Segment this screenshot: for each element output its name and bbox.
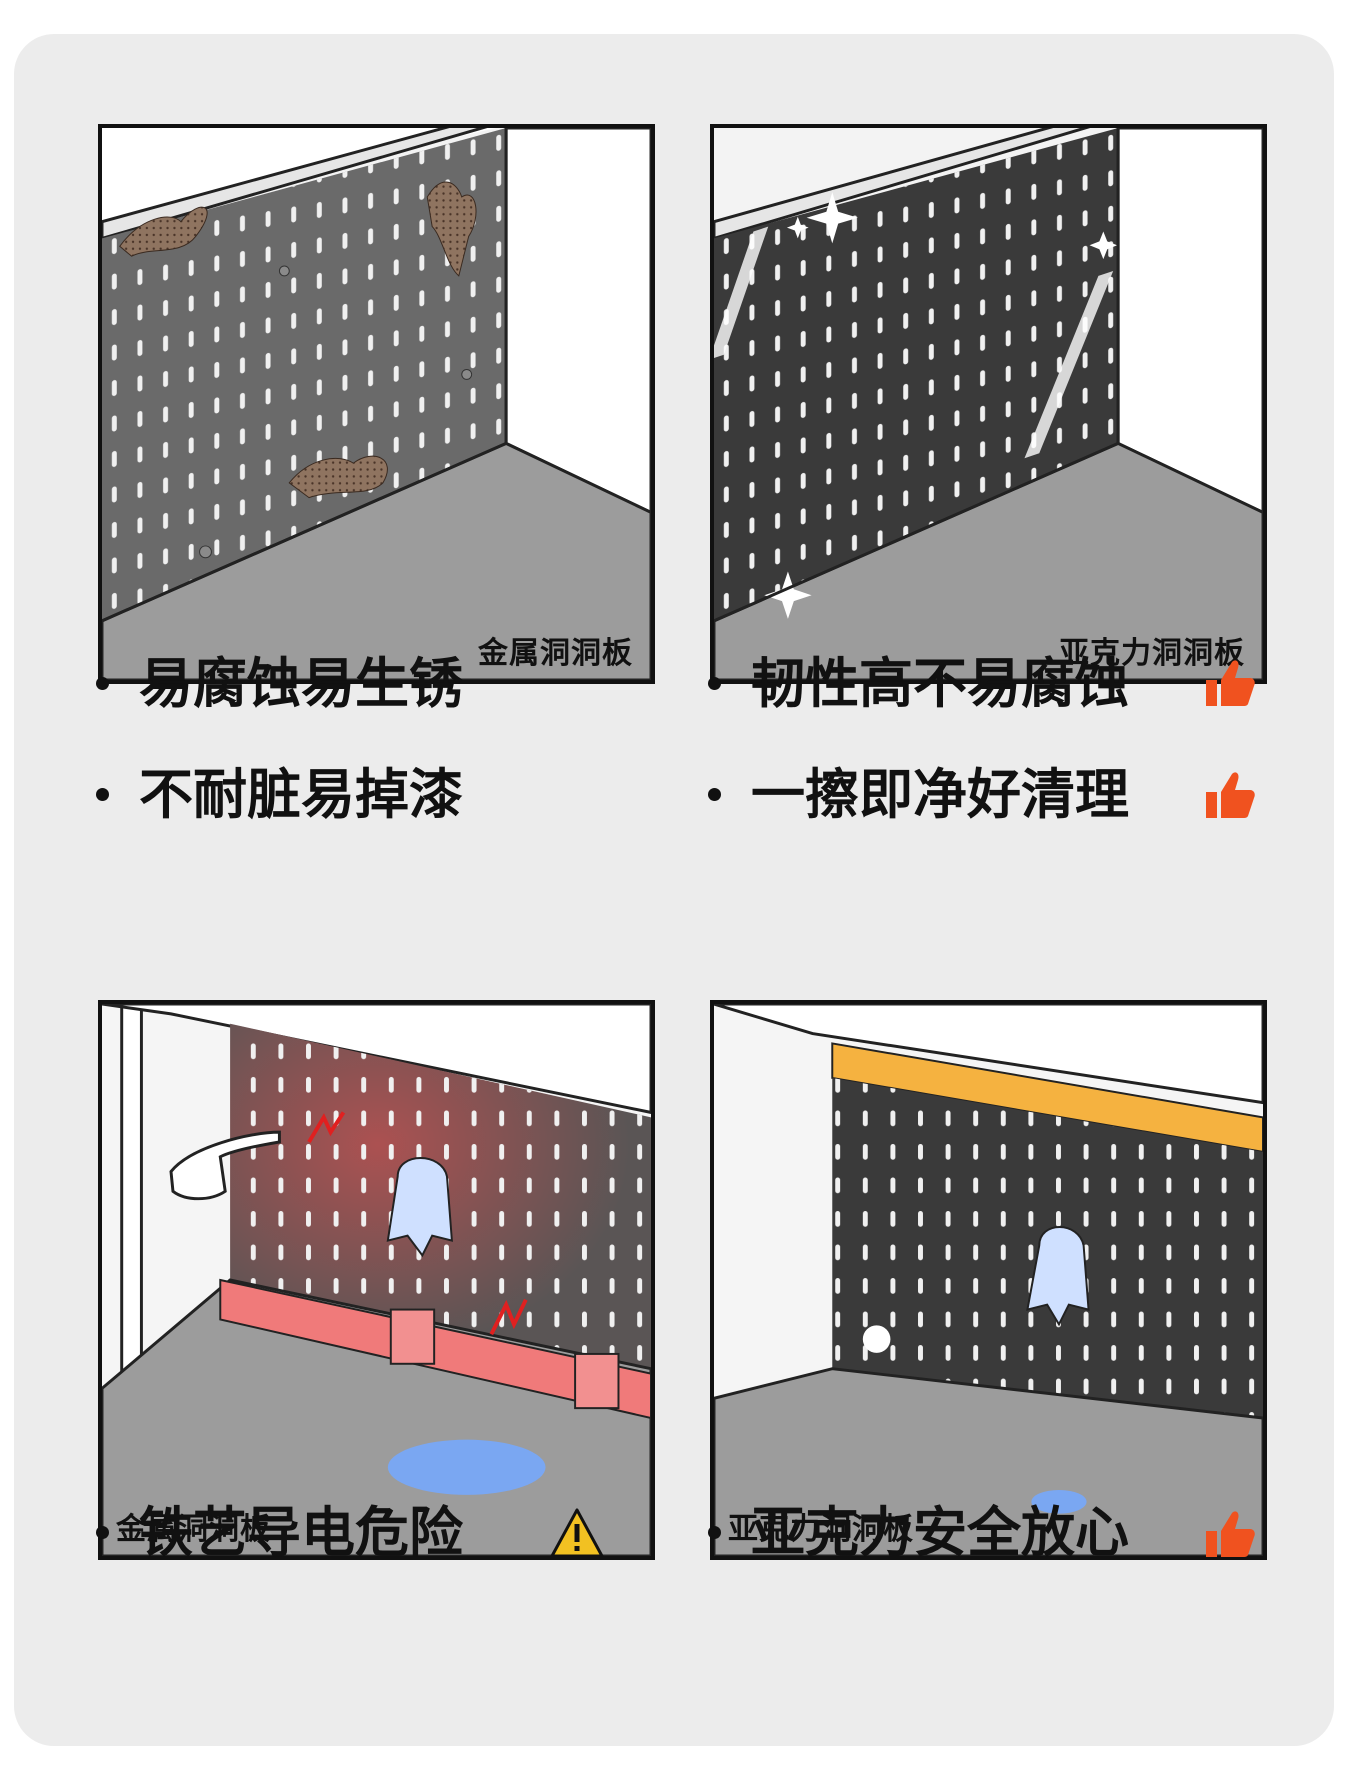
acrylic-safe-scene [714,1004,1263,1556]
bullet-dot [708,1525,721,1539]
acrylic-safe-illustration: 亚克力洞洞板 [710,1000,1267,1560]
metal-point-1: 易腐蚀易生锈 [96,649,463,719]
bullet-dot [708,676,721,690]
acrylic-point-2: 一擦即净好清理 [708,760,1129,830]
thumbs-up-icon [1206,660,1255,706]
thumbs-up-icon [1206,1511,1255,1557]
bullet-dot [708,787,721,801]
metal-conductive-illustration: 金属洞洞板 [98,1000,655,1560]
metal-safety-point: 铁艺导电危险 [96,1498,463,1568]
metal-rust-illustration: 金属洞洞板 [98,124,655,684]
acrylic-point-2-text: 一擦即净好清理 [751,763,1129,826]
comparison-card: 金属洞洞板 亚克力洞洞板 易腐蚀易生锈 [14,34,1334,1746]
panel-label: 亚克力洞洞板 [720,1502,922,1550]
acrylic-clean-illustration: 亚克力洞洞板 [710,124,1267,684]
acrylic-point-1-text: 韧性高不易腐蚀 [751,652,1129,715]
acrylic-clean-scene [714,128,1263,680]
bullet-dot [96,1525,109,1539]
panel-label: 金属洞洞板 [470,626,641,674]
metal-conductive-scene [102,1004,651,1556]
metal-rust-scene [102,128,651,680]
bullet-dot [96,676,109,690]
panel-label: 亚克力洞洞板 [1051,626,1253,674]
metal-point-1-text: 易腐蚀易生锈 [139,652,463,715]
acrylic-safety-text: 亚克力安全放心 [751,1501,1129,1564]
panel-label: 金属洞洞板 [108,1502,279,1550]
thumbs-up-icon [1206,772,1255,818]
bullet-dot [96,787,109,801]
metal-point-2: 不耐脏易掉漆 [96,760,463,830]
metal-safety-text: 铁艺导电危险 [139,1501,463,1564]
acrylic-safety-point: 亚克力安全放心 [708,1498,1129,1568]
acrylic-point-1: 韧性高不易腐蚀 [708,649,1129,719]
metal-point-2-text: 不耐脏易掉漆 [139,763,463,826]
warning-icon [550,1508,604,1558]
